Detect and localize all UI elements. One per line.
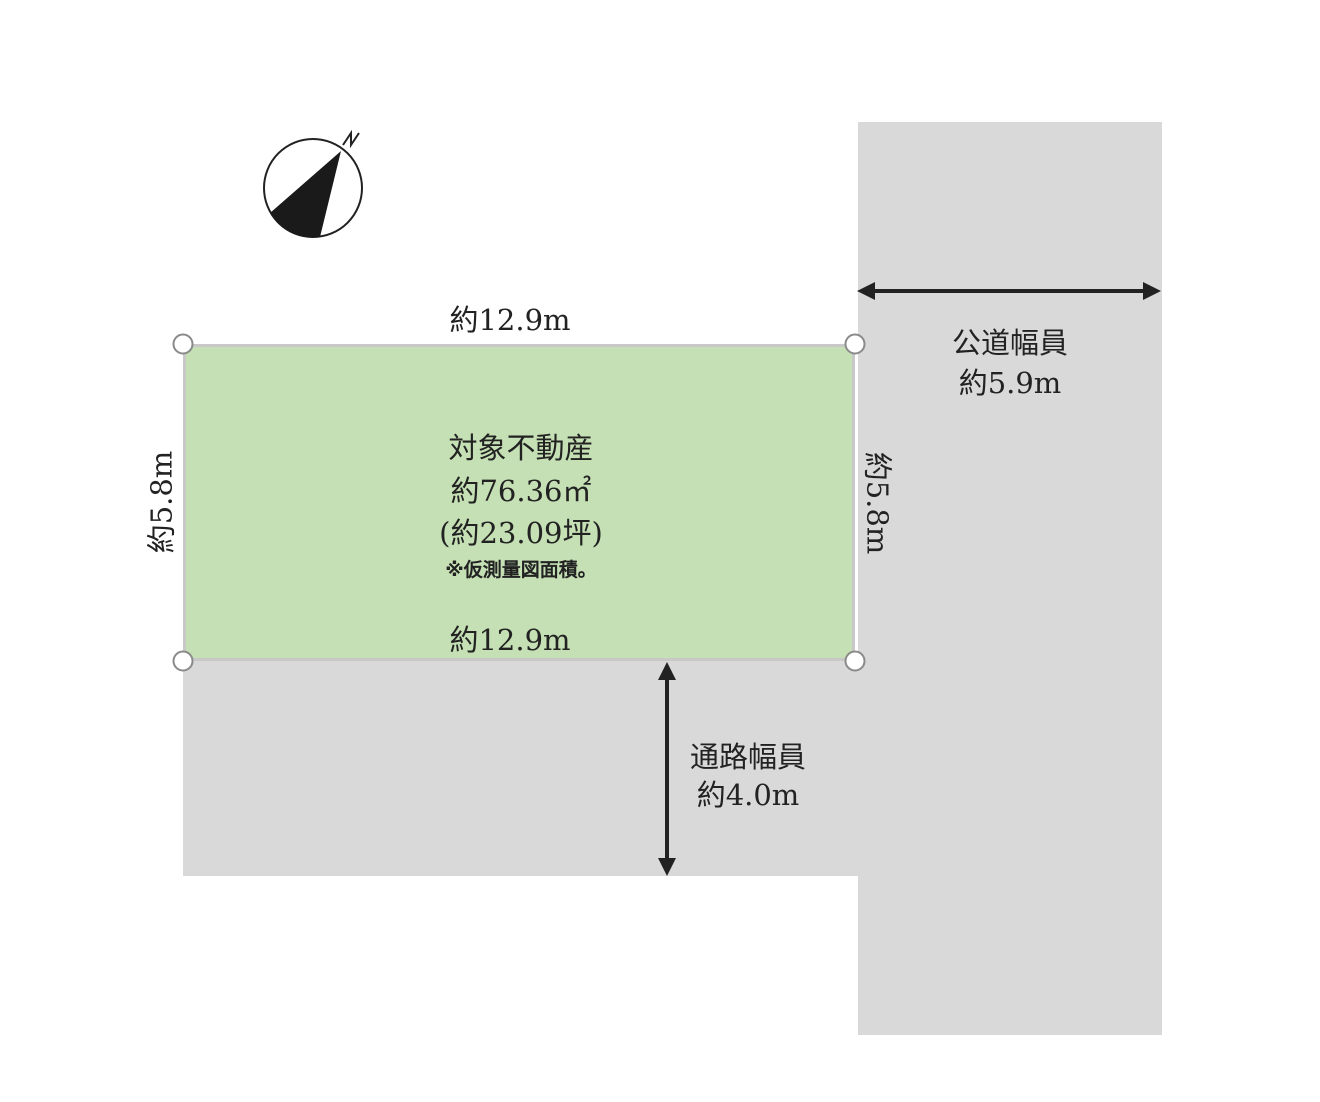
right-dimension-label: 約5.8m (860, 451, 895, 555)
corner-marker-bottom-left (172, 650, 194, 672)
property-area-tsubo: (約23.09坪) (439, 516, 603, 550)
public-road (858, 122, 1162, 1035)
public-road-label: 公道幅員 (951, 326, 1069, 360)
bottom-dimension-label: 約12.9m (449, 623, 571, 657)
passage-width: 約4.0m (696, 778, 800, 812)
left-dimension-label: 約5.8m (144, 450, 179, 554)
compass-icon (263, 129, 363, 238)
top-dimension-label: 約12.9m (449, 303, 571, 337)
passage-width-arrow (658, 662, 676, 876)
property-title: 対象不動産 (448, 431, 594, 465)
passage-label: 通路幅員 (689, 740, 807, 774)
property-area-sqm: 約76.36㎡ (450, 474, 592, 508)
corner-marker-top-right (844, 333, 866, 355)
public-road-width-arrow (857, 282, 1161, 300)
public-road-width: 約5.9m (958, 366, 1062, 400)
survey-note: ※仮測量図面積。 (445, 559, 597, 581)
corner-marker-top-left (172, 333, 194, 355)
property-lot (183, 344, 855, 661)
corner-marker-bottom-right (844, 650, 866, 672)
passage-road (183, 661, 858, 876)
